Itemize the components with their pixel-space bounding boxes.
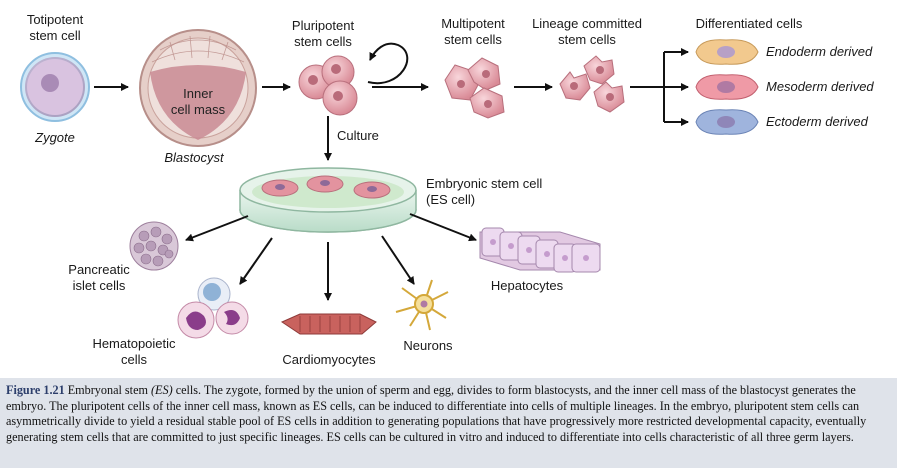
label-neurons: Neurons bbox=[403, 338, 453, 353]
caption-text: Figure 1.21 Embryonal stem (ES) cells. T… bbox=[0, 378, 897, 445]
endoderm-cell bbox=[695, 39, 759, 65]
caption-title-pre: Embryonal stem bbox=[67, 383, 148, 397]
caption-title-post: cells. bbox=[175, 383, 202, 397]
label-hepatocytes: Hepatocytes bbox=[490, 278, 564, 293]
caption-body: The zygote, formed by the union of sperm… bbox=[6, 383, 867, 444]
label-blastocyst: Blastocyst bbox=[164, 150, 224, 165]
hepatocytes bbox=[479, 227, 601, 273]
pancreatic-islet-cells bbox=[129, 221, 179, 271]
ectoderm-cell bbox=[695, 109, 759, 135]
neuron bbox=[395, 279, 449, 331]
hematopoietic-cells bbox=[177, 277, 249, 339]
mesoderm-cell bbox=[695, 74, 759, 100]
diagram-art bbox=[20, 29, 759, 339]
zygote-cell bbox=[20, 52, 90, 122]
label-pancreatic: Pancreatic islet cells bbox=[68, 262, 130, 293]
label-differentiated: Differentiated cells bbox=[695, 16, 803, 31]
branch-arrows bbox=[630, 48, 689, 126]
lineage-committed-cells bbox=[559, 55, 625, 113]
label-lineage: Lineage committed stem cells bbox=[532, 16, 642, 47]
label-ectoderm: Ectoderm derived bbox=[766, 114, 868, 129]
petri-dish bbox=[239, 167, 417, 233]
label-inner-cell-mass: Inner cell mass bbox=[170, 86, 226, 117]
caption-figure-number: Figure 1.21 bbox=[6, 383, 65, 397]
dish-arrows bbox=[185, 213, 477, 301]
label-totipotent: Totipotent stem cell bbox=[26, 12, 84, 43]
label-cardiomyocytes: Cardiomyocytes bbox=[282, 352, 376, 367]
cardiomyocytes bbox=[280, 313, 377, 335]
caption-title-abbr: (ES) bbox=[151, 383, 173, 397]
label-zygote: Zygote bbox=[35, 130, 75, 145]
blastocyst bbox=[139, 29, 257, 147]
pluripotent-cells bbox=[298, 55, 358, 116]
label-multipotent: Multipotent stem cells bbox=[441, 16, 505, 47]
multipotent-cells bbox=[444, 57, 505, 119]
diagram: Totipotent stem cell Zygote Inner cell m… bbox=[20, 12, 874, 367]
self-renewal-arrow bbox=[367, 42, 409, 85]
label-hematopoietic: Hematopoietic cells bbox=[92, 336, 176, 367]
label-endoderm: Endoderm derived bbox=[766, 44, 873, 59]
label-pluripotent: Pluripotent stem cells bbox=[291, 18, 355, 49]
figure-caption: Figure 1.21 Embryonal stem (ES) cells. T… bbox=[0, 378, 897, 468]
label-mesoderm: Mesoderm derived bbox=[766, 79, 874, 94]
label-es-cell: Embryonic stem cell (ES cell) bbox=[426, 176, 543, 207]
label-culture: Culture bbox=[337, 128, 379, 143]
